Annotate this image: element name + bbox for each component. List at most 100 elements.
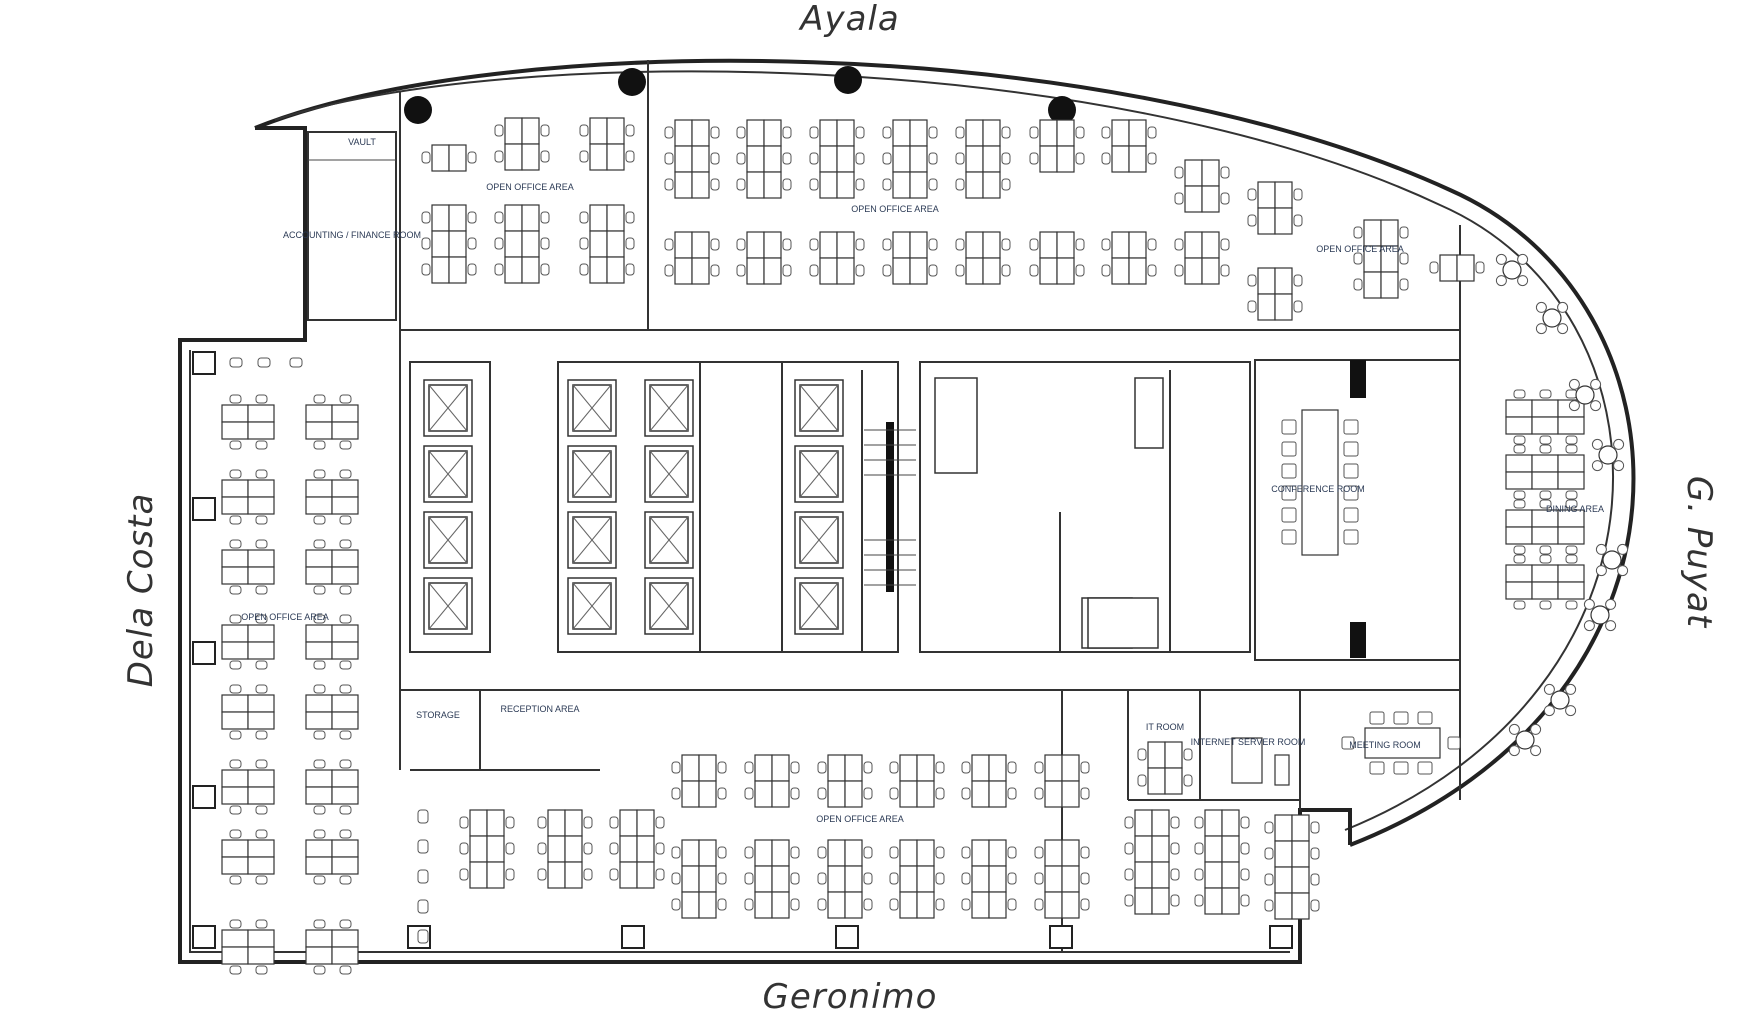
workstation-cluster — [744, 839, 800, 919]
workstation-cluster — [221, 829, 275, 885]
elevator-car — [567, 379, 617, 437]
conference-table — [1281, 409, 1359, 556]
workstation-cluster — [1505, 389, 1585, 445]
label-open-office-s: OPEN OFFICE AREA — [816, 814, 904, 824]
workstation-cluster — [1124, 809, 1180, 915]
workstation-cluster — [955, 119, 1011, 199]
street-label-west: Dela Costa — [121, 493, 161, 688]
workstation-cluster — [494, 117, 550, 171]
workstation-cluster — [809, 231, 865, 285]
outer-wall — [178, 126, 1352, 964]
workstation-cluster — [889, 839, 945, 919]
chair-row — [229, 357, 303, 368]
workstation-cluster — [1137, 741, 1193, 795]
elevator-car — [794, 445, 844, 503]
workstation-cluster — [579, 204, 635, 284]
label-storage: STORAGE — [416, 710, 460, 720]
workstation-cluster — [305, 394, 359, 450]
label-it-room: IT ROOM — [1146, 722, 1184, 732]
workstation-cluster — [579, 117, 635, 171]
workstation-cluster — [1429, 254, 1485, 282]
workstation-cluster — [421, 204, 477, 284]
workstation-cluster — [1174, 159, 1230, 213]
workstation-cluster — [955, 231, 1011, 285]
workstation-cluster — [889, 754, 945, 808]
workstation-cluster — [609, 809, 665, 889]
workstation-cluster — [1101, 231, 1157, 285]
round-tables — [1495, 253, 1629, 757]
server-racks — [1231, 737, 1290, 786]
workstation-cluster — [305, 614, 359, 670]
workstation-cluster — [671, 839, 727, 919]
street-label-south: Geronimo — [763, 977, 938, 1017]
round-table — [1595, 543, 1629, 577]
label-open-office-nw: OPEN OFFICE AREA — [486, 182, 574, 192]
elevator-car — [567, 445, 617, 503]
workstation-cluster — [221, 539, 275, 595]
workstation-cluster — [1264, 814, 1320, 920]
workstation-cluster — [1247, 181, 1303, 235]
label-reception: RECEPTION AREA — [500, 704, 579, 714]
curved-facade — [254, 58, 1636, 847]
workstation-cluster — [305, 919, 359, 975]
round-table — [1495, 253, 1529, 287]
elevator-car — [644, 511, 694, 569]
elevator-car — [423, 511, 473, 569]
workstation-cluster — [961, 754, 1017, 808]
label-conference: CONFERENCE ROOM — [1271, 484, 1365, 494]
workstation-cluster — [664, 119, 720, 199]
workstation-cluster — [305, 469, 359, 525]
elevator-car — [567, 577, 617, 635]
workstation-cluster — [882, 231, 938, 285]
elevator-car — [794, 577, 844, 635]
chair-column — [417, 809, 429, 944]
round-table — [1543, 683, 1577, 717]
workstations — [221, 117, 1585, 975]
elevator-car — [794, 379, 844, 437]
workstation-cluster — [1034, 839, 1090, 919]
label-meeting: MEETING ROOM — [1349, 740, 1421, 750]
elevator-bank — [423, 379, 844, 635]
label-accounting: ACCOUNTING / FINANCE ROOM — [283, 230, 421, 240]
round-table — [1508, 723, 1542, 757]
elevator-car — [644, 577, 694, 635]
workstation-cluster — [1505, 554, 1585, 610]
workstation-cluster — [1034, 754, 1090, 808]
facade-columns — [404, 66, 1076, 124]
workstation-cluster — [1194, 809, 1250, 915]
workstation-cluster — [221, 684, 275, 740]
round-table — [1591, 438, 1625, 472]
workstation-cluster — [537, 809, 593, 889]
workstation-cluster — [1101, 119, 1157, 173]
workstation-cluster — [809, 119, 865, 199]
street-label-north: Ayala — [798, 0, 900, 39]
workstation-cluster — [1505, 444, 1585, 500]
workstation-cluster — [882, 119, 938, 199]
workstation-cluster — [221, 469, 275, 525]
label-open-office-n: OPEN OFFICE AREA — [851, 204, 939, 214]
inner-wall-line — [189, 350, 1290, 953]
round-table — [1535, 301, 1569, 335]
label-dining: DINING AREA — [1546, 504, 1604, 514]
round-table — [1583, 598, 1617, 632]
workstation-cluster — [817, 754, 873, 808]
stair-core — [886, 422, 894, 592]
workstation-cluster — [1174, 231, 1230, 285]
street-label-east: G. Puyat — [1679, 476, 1719, 629]
workstation-cluster — [671, 754, 727, 808]
workstation-cluster — [305, 759, 359, 815]
workstation-cluster — [305, 539, 359, 595]
label-vault: VAULT — [348, 137, 376, 147]
label-server: INTERNET SERVER ROOM — [1191, 737, 1306, 747]
workstation-cluster — [305, 684, 359, 740]
workstation-cluster — [221, 759, 275, 815]
accounting-room — [307, 131, 397, 321]
label-open-office-ne: OPEN OFFICE AREA — [1316, 244, 1404, 254]
room-labels: OPEN OFFICE AREA OPEN OFFICE AREA OPEN O… — [241, 137, 1604, 824]
elevator-car — [794, 511, 844, 569]
workstation-cluster — [1029, 231, 1085, 285]
elevator-car — [423, 445, 473, 503]
workstation-cluster — [494, 204, 550, 284]
workstation-cluster — [817, 839, 873, 919]
